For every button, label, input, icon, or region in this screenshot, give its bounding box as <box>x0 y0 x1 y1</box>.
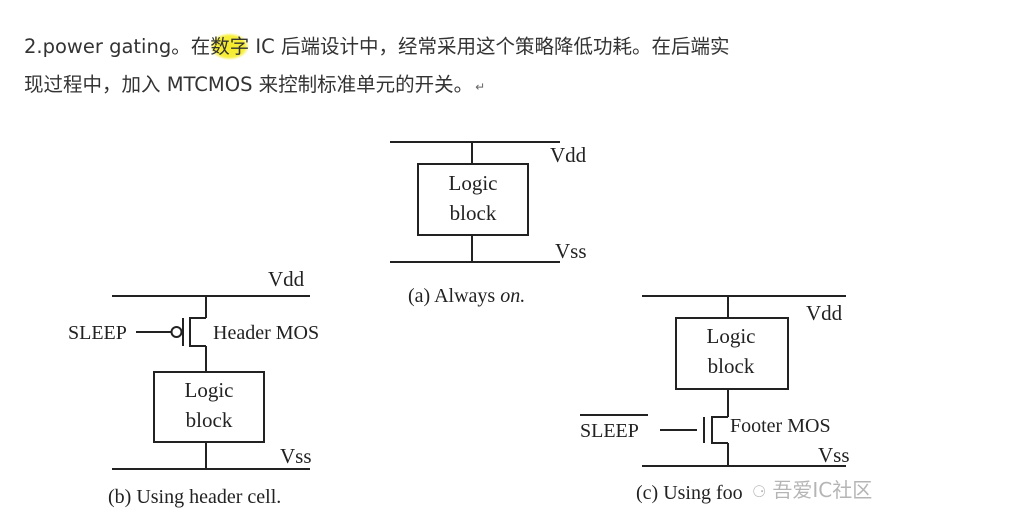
c-vss-label: Vss <box>818 443 850 467</box>
a-caption-italic: on. <box>500 285 525 307</box>
b-gate-bubble <box>170 326 183 338</box>
wechat-icon: ⚆ <box>752 482 767 501</box>
a-block-label-line2: block <box>450 201 497 225</box>
paragraph-line-2: 现过程中，加入 MTCMOS 来控制标准单元的开关。↵ <box>24 66 984 106</box>
highlighted-text: 数字 <box>210 33 250 60</box>
a-vdd-label: Vdd <box>550 143 587 167</box>
b-vss-label: Vss <box>280 444 312 468</box>
c-mos-channel <box>711 416 728 444</box>
c-vdd-label: Vdd <box>806 301 843 325</box>
paragraph-line-1: 2.power gating。在数字 IC 后端设计中，经常采用这个策略降低功耗… <box>24 28 984 66</box>
a-caption: (a) Always on. <box>408 285 525 307</box>
b-caption: (b) Using header cell. <box>108 486 281 508</box>
b-vdd-label: Vdd <box>268 267 305 291</box>
c-caption: (c) Using foo <box>636 482 743 504</box>
b-sleep-label: SLEEP <box>68 322 127 344</box>
c-block-label-line2: block <box>708 354 755 378</box>
line1-suffix: IC 后端设计中，经常采用这个策略降低功耗。在后端实 <box>249 35 730 58</box>
b-logic-block <box>153 371 265 443</box>
b-block-label-line2: block <box>186 408 233 432</box>
intro-paragraph: 2.power gating。在数字 IC 后端设计中，经常采用这个策略降低功耗… <box>24 28 984 106</box>
a-vss-label: Vss <box>555 239 587 263</box>
a-block-label-line1: Logic <box>449 171 498 195</box>
c-block-label-line1: Logic <box>707 324 756 348</box>
watermark: ⚆ 吾爱IC社区 <box>752 474 872 503</box>
c-sleep-label: SLEEP <box>580 420 639 442</box>
b-block-label-line1: Logic <box>185 378 234 402</box>
b-mos-label: Header MOS <box>213 322 319 344</box>
return-mark-icon: ↵ <box>475 80 486 94</box>
line1-prefix: 2.power gating。在 <box>24 35 211 58</box>
watermark-text: 吾爱IC社区 <box>772 478 873 502</box>
a-caption-prefix: (a) Always <box>408 285 500 307</box>
line2-text: 现过程中，加入 MTCMOS 来控制标准单元的开关。 <box>24 73 474 96</box>
c-logic-block <box>675 317 789 390</box>
c-mos-label: Footer MOS <box>730 415 831 437</box>
b-mos-channel <box>189 317 206 347</box>
